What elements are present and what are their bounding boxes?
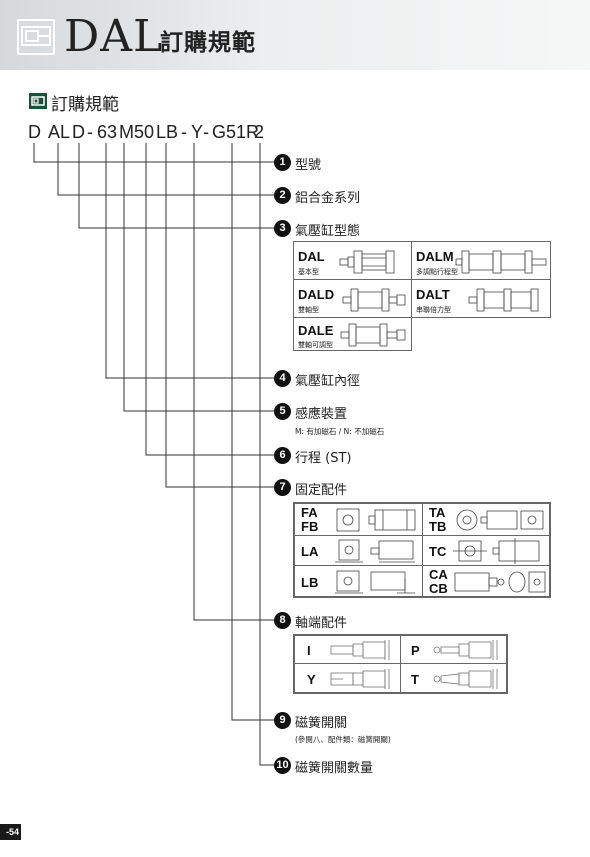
rod-i-icon — [330, 640, 390, 660]
type-desc: 雙軸可調型 — [298, 341, 333, 349]
mount-name: LB — [301, 575, 319, 590]
rod-cell: T — [400, 663, 507, 693]
cylinder-icon — [339, 250, 395, 274]
type-desc: 雙軸型 — [298, 306, 319, 314]
item-number: 1 — [274, 154, 291, 171]
item-label: 固定配件 — [295, 483, 348, 498]
item-number: 3 — [274, 220, 291, 237]
mount-cell: TC — [422, 535, 550, 566]
type-name: DAL — [298, 249, 325, 264]
cylinder-icon — [468, 288, 539, 312]
code-part: D — [28, 122, 41, 142]
code-part: - — [203, 122, 209, 142]
rod-cell: I — [294, 635, 401, 664]
item-number: 7 — [274, 479, 291, 496]
mount-cell: CA CB — [422, 565, 550, 597]
code-part: - — [87, 122, 93, 142]
mount-name: CA CB — [429, 567, 448, 596]
code-part: M — [119, 122, 134, 142]
mount-cell: FA FB — [294, 503, 423, 536]
code-part: LB — [156, 122, 179, 142]
section-icon — [29, 93, 47, 109]
code-part: AL — [48, 122, 71, 142]
cylinder-icon — [342, 288, 406, 312]
code-part: - — [181, 122, 187, 142]
rod-t-icon — [433, 669, 498, 689]
mount-cell: LB — [294, 565, 423, 597]
mount-ta-tb-icon — [456, 509, 544, 531]
type-name: DALT — [416, 287, 450, 302]
mount-name: FA FB — [301, 505, 319, 534]
rod-name: P — [411, 643, 420, 658]
mount-cell: TA TB — [422, 503, 550, 536]
type-cell-dalm: DALM 多調點行程型 — [411, 241, 551, 280]
code-part: 63 — [97, 122, 118, 142]
item-label: 行程 (ST) — [295, 451, 352, 466]
mount-la-icon — [335, 539, 415, 563]
rod-y-icon — [330, 669, 390, 689]
cylinder-icon — [340, 323, 406, 347]
mount-grid: FA FB TA TB LA TC LB CA CB — [293, 502, 551, 598]
type-cell-dale: DALE 雙軸可調型 — [293, 317, 412, 351]
section-logo-icon — [17, 19, 55, 55]
mount-name: LA — [301, 544, 319, 559]
mount-lb-icon — [335, 570, 415, 594]
item-label: 軸端配件 — [295, 616, 348, 631]
item-note: (參閱八、配件類：磁簧開關) — [295, 735, 391, 744]
type-desc: 基本型 — [298, 268, 319, 276]
type-name: DALM — [416, 249, 454, 264]
item-label: 氣壓缸型態 — [295, 224, 361, 239]
code-part: Y — [191, 122, 204, 142]
item-label: 磁簧開關 — [295, 716, 348, 731]
mount-name: TA TB — [429, 505, 447, 534]
item-number: 4 — [274, 370, 291, 387]
rod-grid: I P Y T — [293, 634, 508, 694]
mount-name: TC — [429, 544, 447, 559]
type-cell-dalt: DALT 串聯倍力型 — [411, 279, 551, 318]
section-title: 訂購規範 — [51, 95, 119, 115]
type-desc: 串聯倍力型 — [416, 306, 451, 314]
item-number: 9 — [274, 712, 291, 729]
rod-cell: P — [400, 635, 507, 664]
mount-tc-icon — [453, 538, 540, 564]
code-part: 50 — [134, 122, 155, 142]
item-number: 2 — [274, 187, 291, 204]
page-number: -54 — [0, 824, 21, 840]
type-cell-dald: DALD 雙軸型 — [293, 279, 412, 318]
header-band: DAL 訂購規範 — [0, 0, 590, 70]
type-name: DALE — [298, 323, 334, 338]
rod-p-icon — [433, 640, 498, 660]
rod-name: T — [411, 672, 419, 687]
code-part: G51R — [212, 122, 260, 142]
item-number: 5 — [274, 403, 291, 420]
mount-ca-cb-icon — [454, 571, 546, 593]
item-number: 10 — [274, 757, 291, 774]
page-title: DAL — [64, 11, 164, 62]
item-label: 氣壓缸內徑 — [295, 374, 361, 389]
rod-cell: Y — [294, 663, 401, 693]
page-subtitle: 訂購規範 — [160, 30, 256, 56]
mount-cell: LA — [294, 535, 423, 566]
item-label: 鋁合金系列 — [295, 191, 361, 206]
rod-name: Y — [307, 672, 316, 687]
type-cell-dal: DAL 基本型 — [293, 241, 412, 280]
item-label: 磁簧開關數量 — [295, 761, 374, 776]
cylinder-icon — [455, 250, 547, 274]
item-note: M: 有加磁石 / N: 不加磁石 — [295, 427, 385, 436]
item-label: 型號 — [295, 158, 322, 173]
item-label: 感應裝置 — [295, 407, 348, 422]
code-part: 2 — [254, 122, 265, 142]
mount-fa-fb-icon — [336, 508, 416, 532]
rod-name: I — [307, 643, 311, 658]
type-name: DALD — [298, 287, 335, 302]
item-number: 6 — [274, 447, 291, 464]
item-number: 8 — [274, 612, 291, 629]
type-desc: 多調點行程型 — [416, 268, 458, 276]
code-part: D — [72, 122, 85, 142]
